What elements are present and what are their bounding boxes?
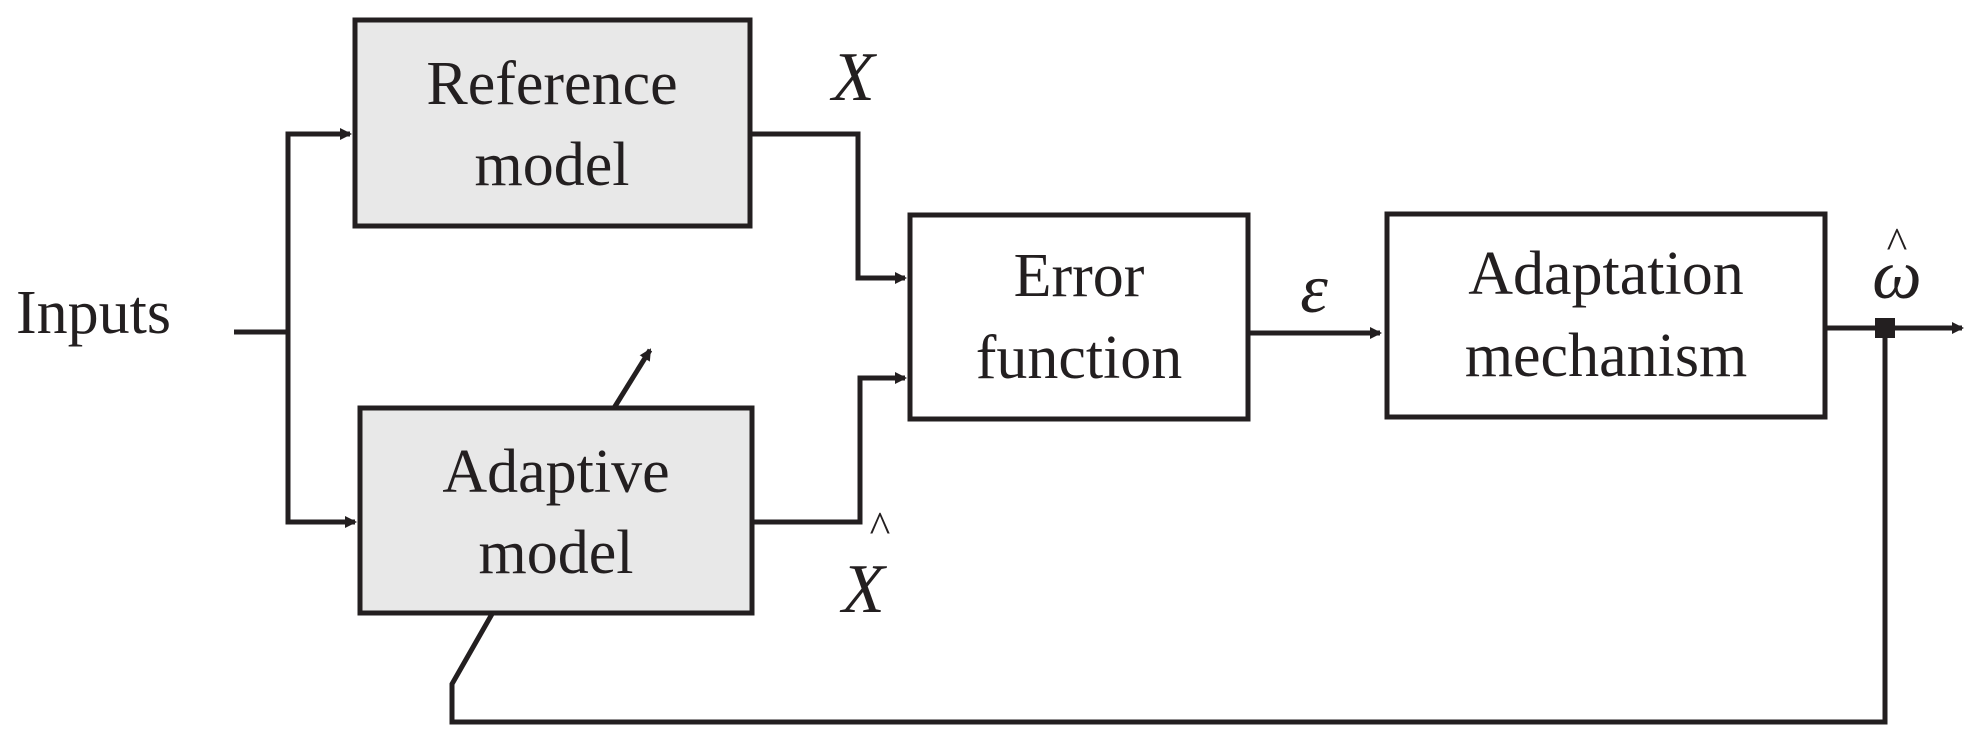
error-function-block (907, 212, 1251, 422)
reference-model-label-line1: Reference (426, 50, 677, 118)
error-function-label-line1: Error (1014, 242, 1145, 310)
reference-model-label-line2: model (475, 131, 630, 199)
error-function-label-line2: function (976, 324, 1183, 392)
adaptive-output-wire (752, 372, 907, 525)
adaptive-model-label-line2: model (479, 519, 634, 587)
adaptation-mechanism-label-line2: mechanism (1465, 322, 1747, 390)
adaptive-model-block (357, 405, 755, 616)
branch-point (1875, 318, 1895, 338)
error-signal-symbol: ε (1300, 251, 1328, 328)
feedback-wire (449, 338, 1888, 725)
input-to-adaptive-wire (285, 332, 357, 528)
inputs-label: Inputs (16, 279, 171, 347)
reference-output-wire (752, 131, 907, 284)
adaptive-output-symbol: X (839, 551, 888, 628)
adaptation-mechanism-label-line1: Adaptation (1468, 240, 1744, 308)
adaptation-mechanism-block (1384, 211, 1828, 420)
adjustable-parameter-arrow (611, 348, 653, 410)
adaptive-model-label-line1: Adaptive (442, 438, 669, 506)
reference-output-symbol: X (829, 39, 878, 116)
reference-model-block (352, 17, 753, 229)
estimate-hat: ^ (1887, 219, 1908, 268)
input-to-reference-wire (285, 128, 352, 332)
adaptive-output-hat: ^ (870, 503, 891, 552)
estimate-symbol: ω (1872, 237, 1921, 314)
